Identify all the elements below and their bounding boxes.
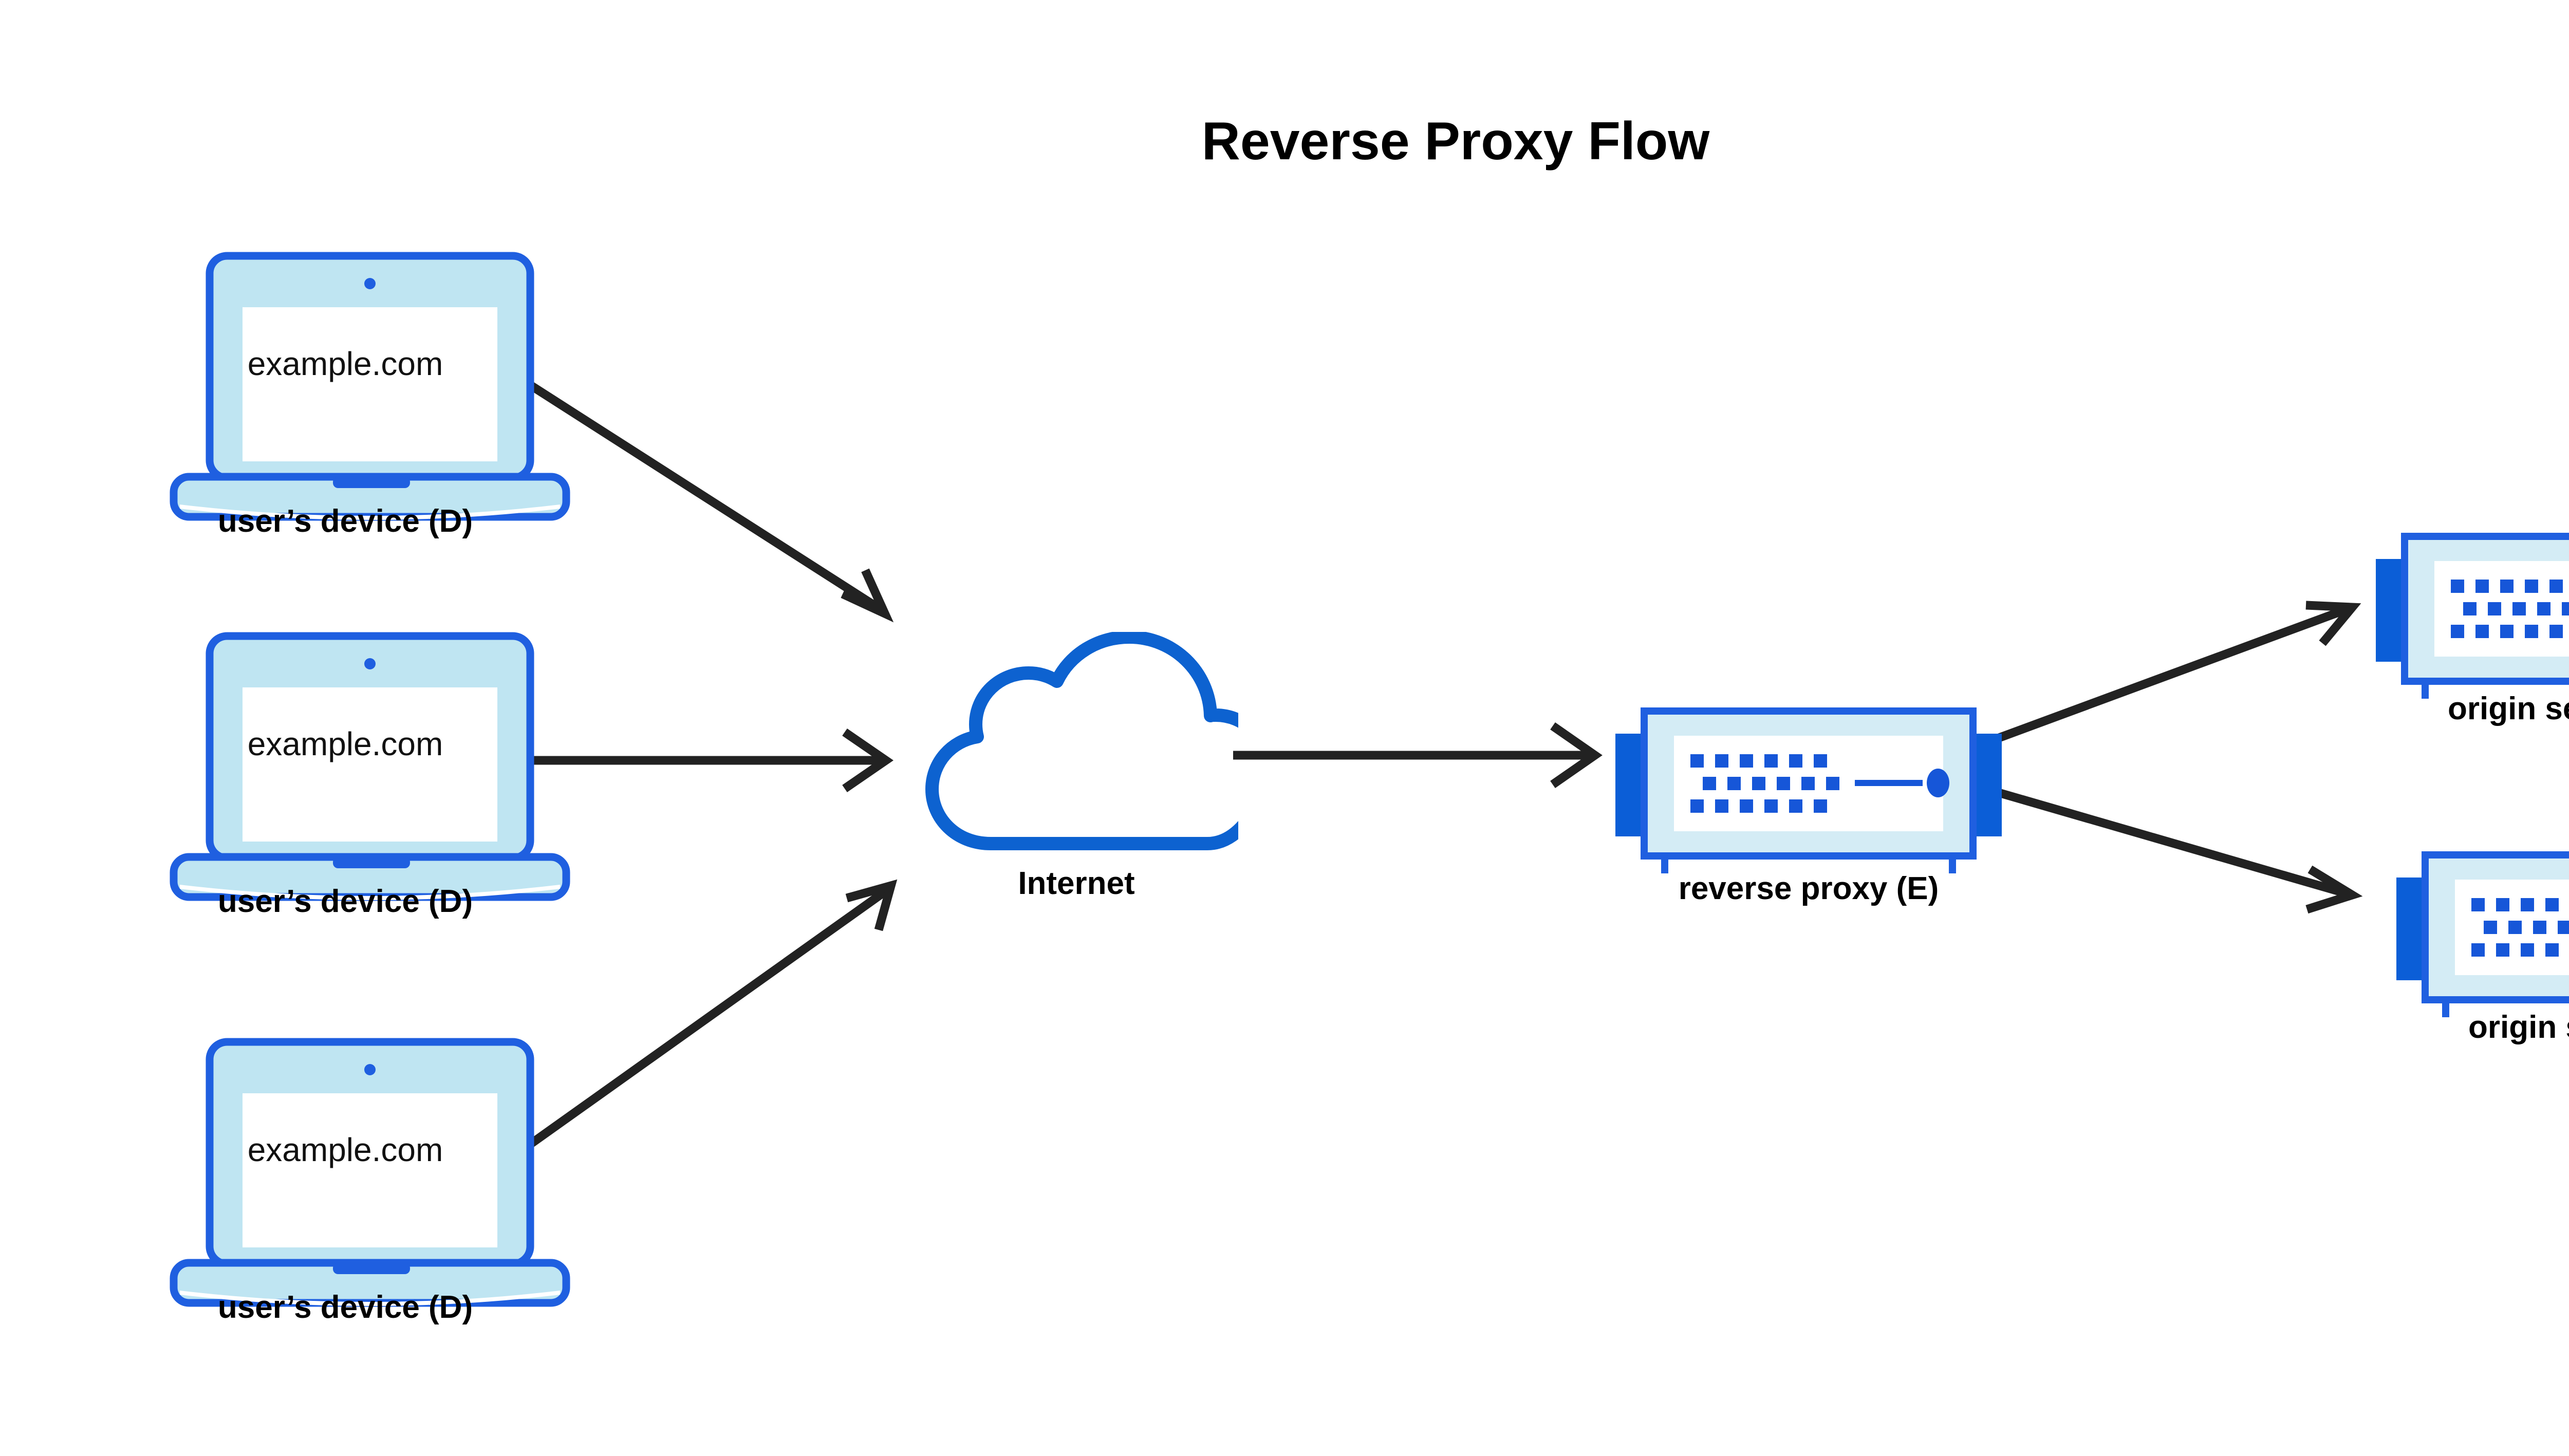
laptop-icon xyxy=(174,1042,566,1306)
cloud-icon xyxy=(932,637,1267,844)
laptop-icon xyxy=(174,636,566,900)
device-screen-text: example.com xyxy=(248,345,443,382)
edge-proxy-origin2 xyxy=(1992,787,2363,914)
edge-internet-proxy xyxy=(1233,722,1603,788)
node-origin-server-1[interactable]: origin server (F) xyxy=(2376,536,2569,726)
node-label-user-device: user’s device (D) xyxy=(218,884,473,919)
server-icon xyxy=(1615,711,2002,880)
node-user-device-1[interactable]: example.com user’s device (D) xyxy=(174,256,566,539)
edge-device3-internet xyxy=(511,879,898,1160)
edges-layer xyxy=(504,366,2363,1160)
node-label-origin-server: origin server (F) xyxy=(2448,691,2569,726)
node-label-reverse-proxy: reverse proxy (E) xyxy=(1679,871,1939,906)
node-origin-server-2[interactable]: origin server (F) xyxy=(2396,855,2569,1045)
node-label-internet: Internet xyxy=(1018,866,1134,901)
node-user-device-3[interactable]: example.com user’s device (D) xyxy=(174,1042,566,1325)
node-reverse-proxy[interactable]: reverse proxy (E) xyxy=(1615,711,2002,906)
edge-proxy-origin1 xyxy=(1992,601,2361,744)
server-icon xyxy=(2396,855,2569,1023)
node-internet[interactable]: Internet xyxy=(932,637,1267,901)
page-title: Reverse Proxy Flow xyxy=(1202,111,1710,171)
device-screen-text: example.com xyxy=(248,1131,443,1168)
node-label-user-device: user’s device (D) xyxy=(218,1290,473,1325)
device-screen-text: example.com xyxy=(248,725,443,762)
node-label-origin-server: origin server (F) xyxy=(2468,1010,2569,1045)
edge-device1-internet xyxy=(504,366,894,623)
server-icon xyxy=(2376,536,2569,705)
node-label-user-device: user’s device (D) xyxy=(218,503,473,539)
node-user-device-2[interactable]: example.com user’s device (D) xyxy=(174,636,566,919)
edge-device2-internet xyxy=(507,728,894,793)
laptop-icon xyxy=(174,256,566,520)
